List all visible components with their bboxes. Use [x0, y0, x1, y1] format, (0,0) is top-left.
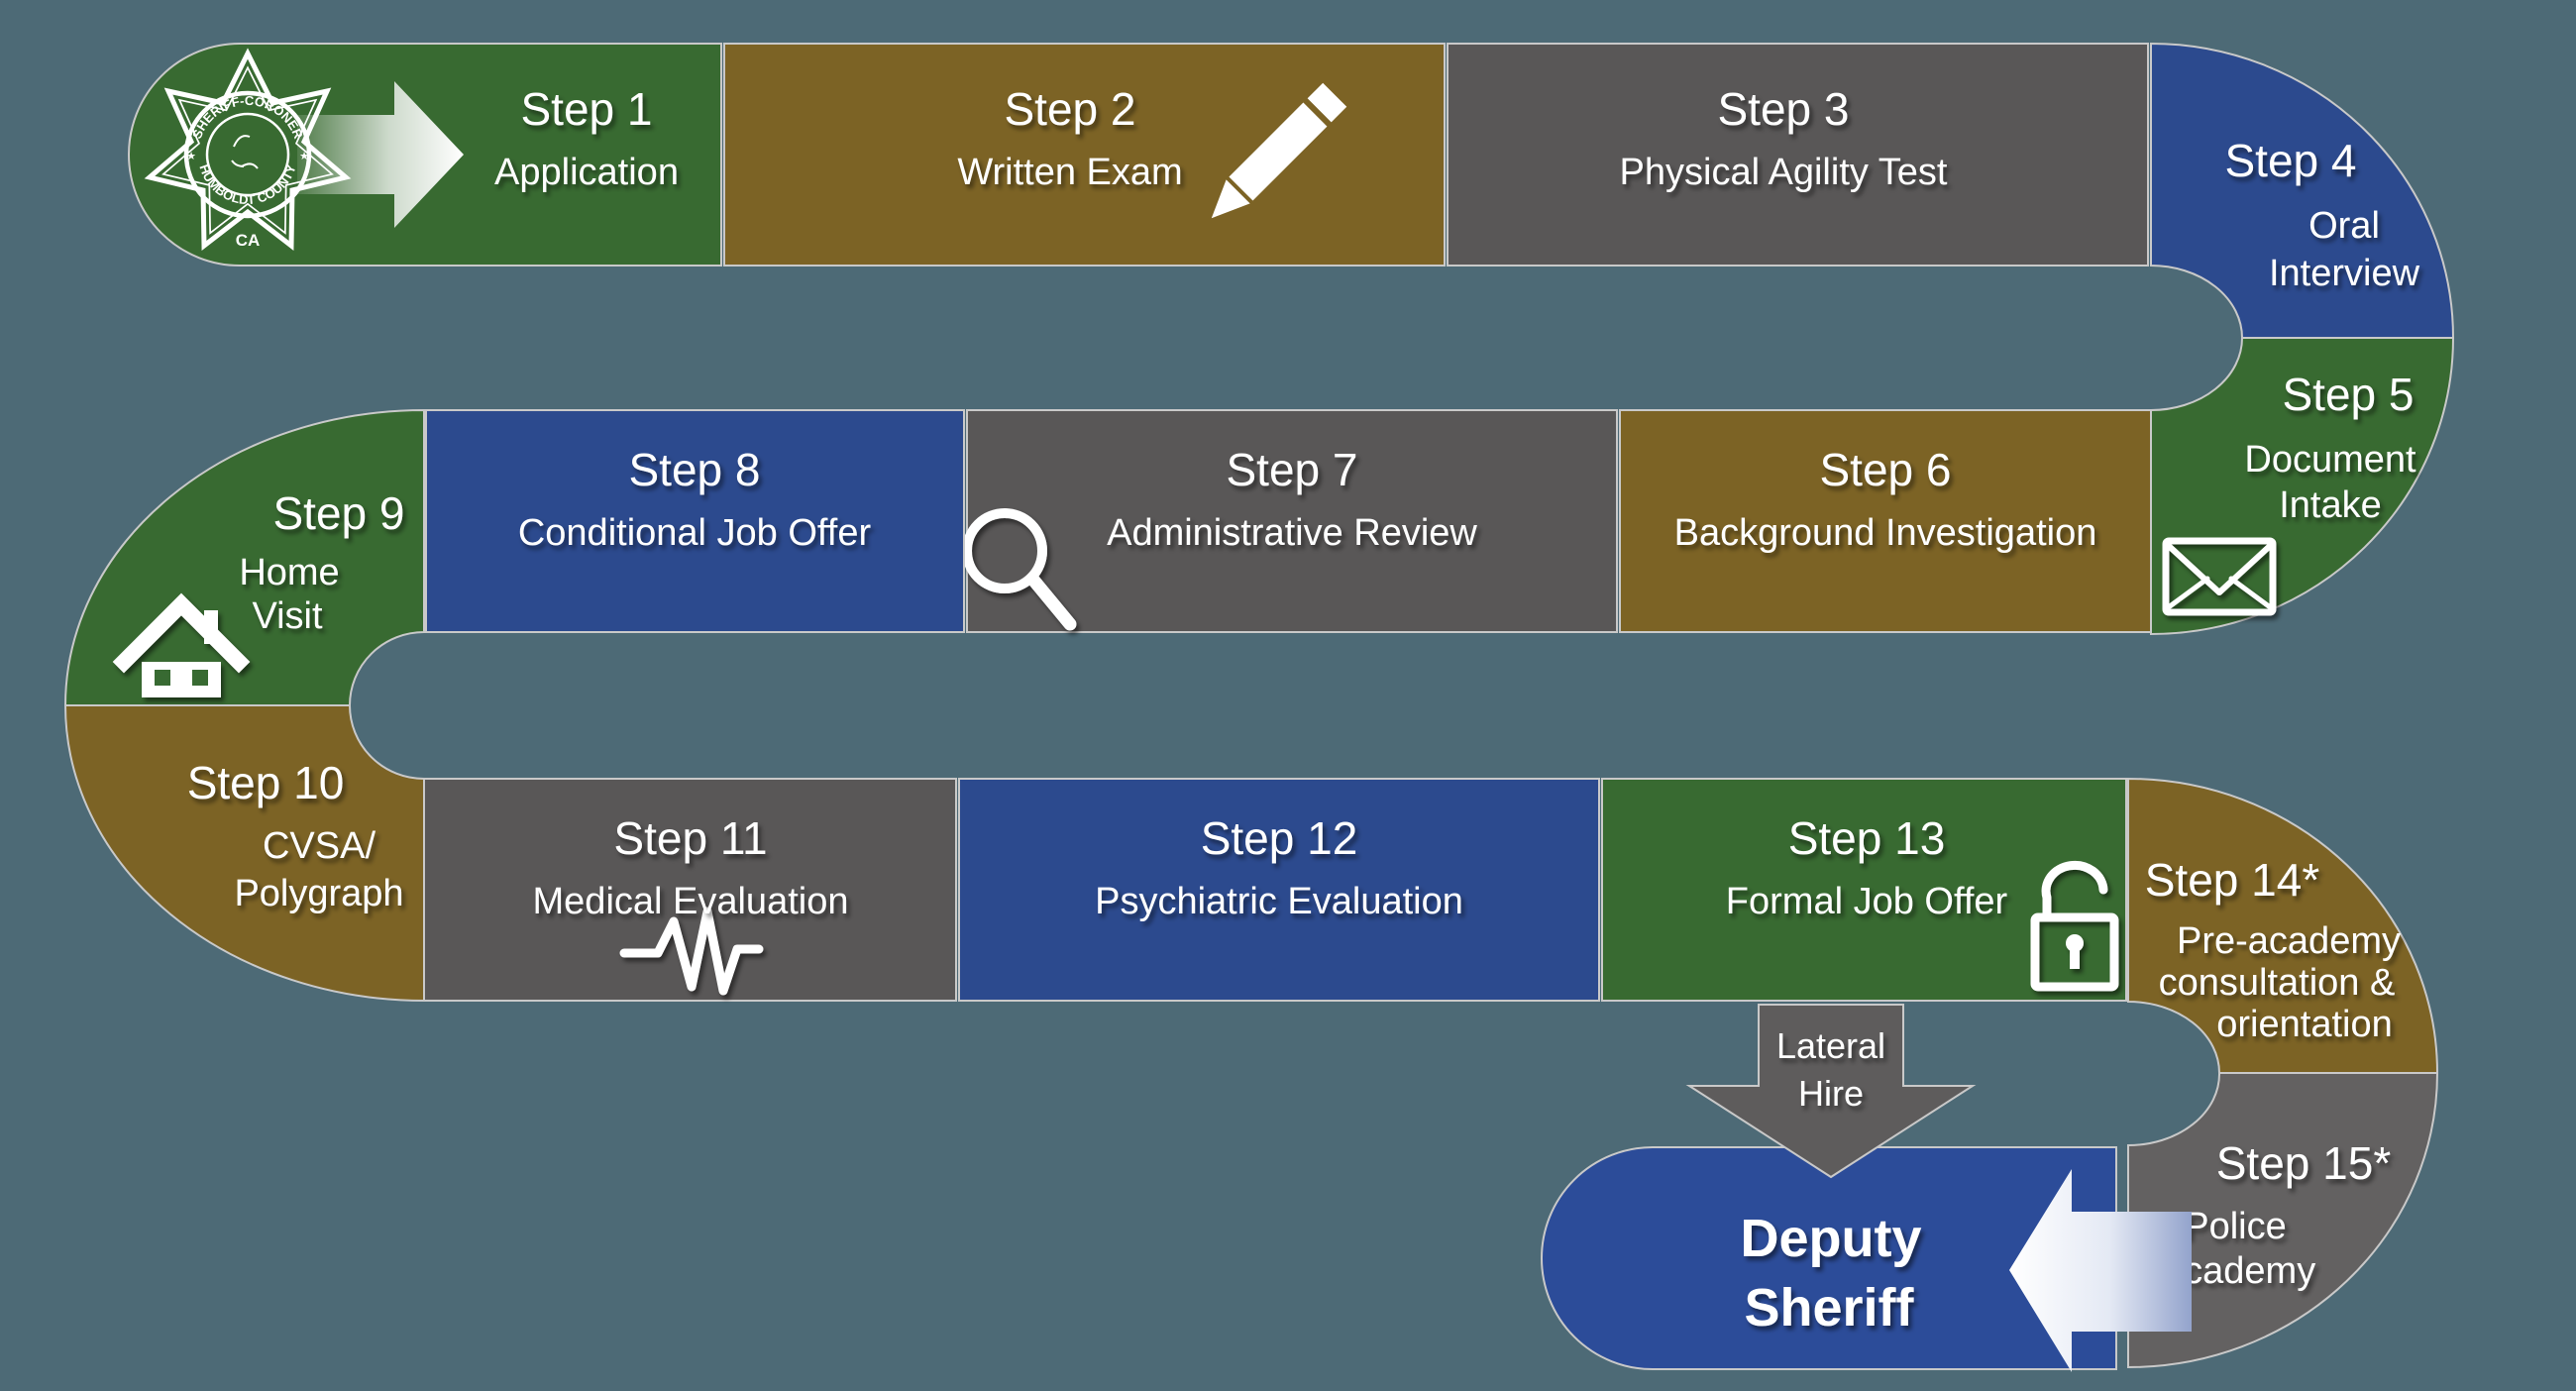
step-3-shape	[1447, 43, 2149, 267]
deputy-sheriff-shape	[1541, 1146, 2117, 1370]
step-14: Step 14* Pre-academy consultation & orie…	[2127, 777, 2439, 1074]
step-sublabel: Pre-academy	[2177, 920, 2401, 962]
step-label: Step 4	[2225, 135, 2357, 186]
step-sublabel: Written Exam	[957, 152, 1182, 193]
step-label: Step 1	[521, 83, 653, 135]
left-arrow-icon	[2009, 1169, 2192, 1372]
step-sublabel: Interview	[2269, 253, 2420, 294]
outcome-line: Sheriff	[1744, 1278, 1914, 1338]
step-label: Step 6	[1820, 444, 1952, 495]
down-arrow-icon	[1685, 1004, 1977, 1179]
step-13: Step 13 Formal Job Offer	[1601, 778, 2127, 1002]
step-15-shape	[2127, 1072, 2439, 1369]
badge-star-left: ★	[186, 151, 196, 162]
step-2: Step 2 Written Exam	[723, 43, 1446, 267]
pencil-icon	[1211, 82, 1347, 219]
step-sublabel: Visit	[252, 595, 323, 637]
badge-state-label: CA	[236, 231, 261, 250]
step-sublabel: Psychiatric Evaluation	[1095, 881, 1463, 922]
lateral-hire-label: Lateral	[1776, 1025, 1885, 1066]
step-label: Step 5	[2283, 369, 2415, 420]
step-sublabel: Physical Agility Test	[1620, 152, 1948, 193]
step-sublabel: Medical Evaluation	[533, 881, 849, 922]
step-14-shape	[2127, 777, 2439, 1074]
step-label: Step 7	[1227, 444, 1358, 495]
step-sublabel: Administrative Review	[1107, 512, 1477, 554]
step-label: Step 9	[273, 487, 405, 539]
outcome-line: Deputy	[1740, 1209, 1921, 1268]
step-sublabel: Conditional Job Offer	[518, 512, 872, 554]
step-sublabel: consultation &	[2159, 962, 2396, 1004]
step-label: Step 14*	[2145, 854, 2320, 906]
step-sublabel: orientation	[2216, 1004, 2392, 1045]
forward-arrow-icon	[297, 81, 464, 228]
step-10-shape	[63, 704, 425, 1003]
step-label: Step 11	[613, 812, 767, 864]
step-sublabel: Background Investigation	[1674, 512, 2097, 554]
step-sublabel: Polygraph	[234, 873, 403, 914]
step-sublabel: Oral	[2308, 205, 2380, 247]
step-label: Step 2	[1005, 83, 1136, 135]
step-7-shape	[966, 409, 1618, 633]
step-6: Step 6 Background Investigation	[1619, 409, 2152, 633]
step-1: SHERIFF-CORONER HUMBOLDT COUNTY ★ ★ CA S…	[128, 43, 722, 267]
step-15: Step 15* Police Academy	[2127, 1072, 2439, 1369]
step-4-shape	[2150, 42, 2455, 339]
step-8: Step 8 Conditional Job Offer	[425, 409, 965, 633]
step-5: Step 5 Document Intake	[2150, 337, 2455, 636]
step-7: Step 7 Administrative Review	[962, 409, 1618, 633]
step-sublabel: Formal Job Offer	[1726, 881, 2008, 922]
step-8-shape	[425, 409, 965, 633]
step-label: Step 15*	[2216, 1137, 2392, 1189]
step-label: Step 13	[1788, 812, 1946, 864]
step-4: Step 4 Oral Interview	[2150, 42, 2455, 339]
step-10: Step 10 CVSA/ Polygraph	[63, 704, 425, 1003]
lateral-hire-arrow: Lateral Hire	[1685, 1004, 1977, 1179]
step-sublabel: Application	[494, 152, 679, 193]
step-sublabel: Intake	[2279, 484, 2382, 526]
step-11: Step 11 Medical Evaluation	[423, 778, 957, 1002]
step-sublabel: CVSA/	[263, 825, 376, 867]
step-11-shape	[423, 778, 957, 1002]
step-label: Step 10	[187, 757, 345, 808]
step-6-shape	[1619, 409, 2152, 633]
step-3: Step 3 Physical Agility Test	[1447, 43, 2149, 267]
step-sublabel: Document	[2244, 439, 2416, 481]
lateral-hire-label: Hire	[1798, 1073, 1864, 1114]
step-5-shape	[2150, 337, 2455, 636]
step-12: Step 12 Psychiatric Evaluation	[958, 778, 1600, 1002]
house-icon	[112, 592, 251, 697]
step-9: Step 9 Home Visit	[63, 408, 425, 706]
step-label: Step 8	[629, 444, 761, 495]
step-2-shape	[723, 43, 1446, 267]
open-padlock-icon	[2030, 860, 2119, 992]
envelope-icon	[2162, 537, 2277, 616]
step-sublabel: Home	[239, 552, 339, 593]
magnifier-icon	[962, 508, 1077, 631]
step-label: Step 12	[1201, 812, 1358, 864]
outcome-deputy-sheriff: Deputy Sheriff	[1541, 1146, 2117, 1370]
heartbeat-icon	[619, 907, 764, 996]
step-label: Step 3	[1718, 83, 1850, 135]
step-12-shape	[958, 778, 1600, 1002]
step-sublabel: Police	[2184, 1206, 2287, 1247]
